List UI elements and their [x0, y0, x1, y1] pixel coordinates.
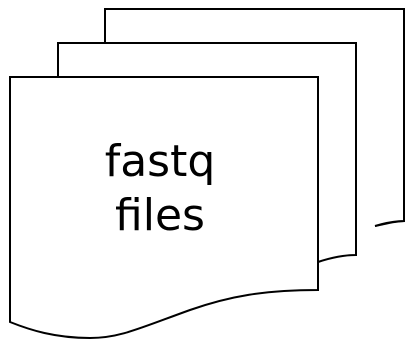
- document-middle-page-outline: [57, 42, 357, 263]
- document-label-line-1: fastq: [105, 136, 216, 187]
- document-front-page: [9, 76, 319, 340]
- document-back-page-outline: [104, 8, 405, 227]
- document-label-line-2: files: [115, 190, 205, 241]
